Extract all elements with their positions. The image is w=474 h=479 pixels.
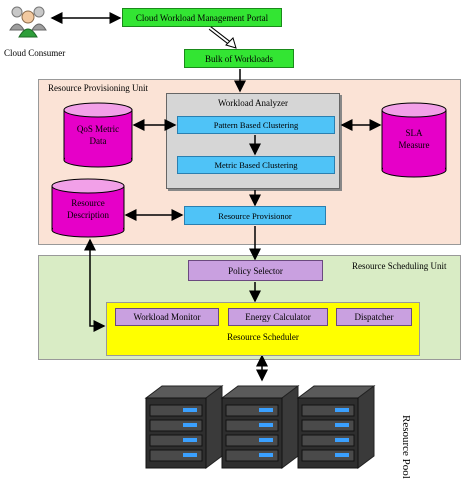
qos-line1: QoS Metric [76, 124, 120, 134]
bulk-of-workloads[interactable]: Bulk of Workloads [184, 49, 294, 68]
sla-line1: SLA [405, 128, 423, 138]
rpu-title: Resource Provisioning Unit [48, 83, 148, 93]
resdesc-line2: Description [67, 210, 109, 220]
sla-measure-label: SLA Measure [382, 126, 446, 152]
workload-monitor[interactable]: Workload Monitor [115, 308, 219, 326]
server-3 [296, 385, 376, 469]
qos-line2: Data [89, 136, 107, 146]
pattern-based-clustering[interactable]: Pattern Based Clustering [177, 116, 335, 134]
metric-based-clustering[interactable]: Metric Based Clustering [177, 156, 335, 174]
qos-metric-label: QoS Metric Data [64, 122, 132, 148]
cloud-consumer-icon [8, 4, 48, 38]
energy-calculator[interactable]: Energy Calculator [228, 308, 328, 326]
policy-selector[interactable]: Policy Selector [188, 260, 323, 281]
server-2 [220, 385, 300, 469]
resdesc-line1: Resource [71, 198, 105, 208]
cloud-consumer-label: Cloud Consumer [4, 48, 66, 58]
cloud-workload-portal[interactable]: Cloud Workload Management Portal [122, 8, 282, 27]
server-1 [144, 385, 224, 469]
resource-description-cylinder [51, 178, 125, 238]
resource-pool-label: Resource Pool [400, 415, 412, 479]
sla-line2: Measure [398, 140, 430, 150]
rsu-title: Resource Scheduling Unit [352, 261, 447, 271]
resource-scheduler-label: Resource Scheduler [227, 332, 299, 342]
qos-metric-cylinder [63, 102, 133, 168]
resource-description-label: Resource Description [52, 196, 124, 222]
sla-measure-cylinder [381, 102, 447, 178]
dispatcher[interactable]: Dispatcher [336, 308, 412, 326]
workload-analyzer-title: Workload Analyzer [217, 98, 288, 108]
resource-provisioner[interactable]: Resource Provisionor [184, 206, 326, 225]
